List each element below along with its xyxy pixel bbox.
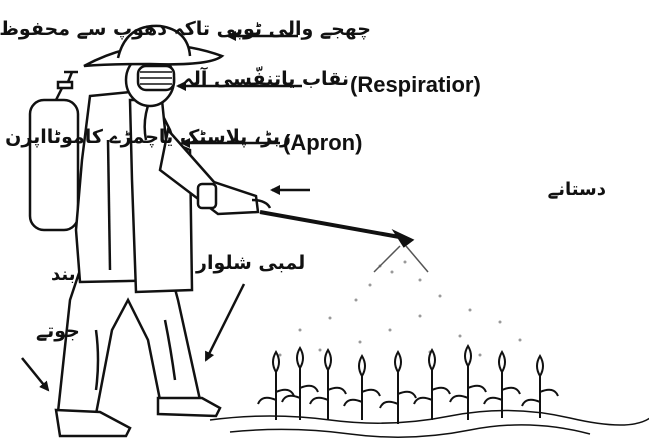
arrow-to-shoes — [22, 358, 48, 390]
label-gloves: دستانے — [548, 181, 606, 199]
plant-rows — [258, 346, 558, 424]
label-shoes: جوتے — [36, 322, 80, 341]
label-apron-english: (Apron) — [283, 132, 362, 154]
label-apron: ربڑ، پلاسٹک یاچمڑے کاموٹااپرن — [5, 128, 291, 147]
label-mask: نقاب یاتنفّسی آلہ — [183, 70, 349, 89]
label-respirator-english: (Respiratior) — [350, 74, 481, 96]
label-closed: بند — [51, 266, 76, 284]
sprayer-tank — [30, 72, 78, 230]
spray-mist — [279, 261, 542, 362]
label-trousers: لمبی شلوار — [196, 254, 305, 273]
label-hat: چھجے والی ٹوپی تاکہ دھوپ سے محفوظ ہو — [0, 20, 371, 39]
spray-cone-lines — [374, 246, 428, 272]
arrow-to-trousers — [206, 284, 244, 360]
